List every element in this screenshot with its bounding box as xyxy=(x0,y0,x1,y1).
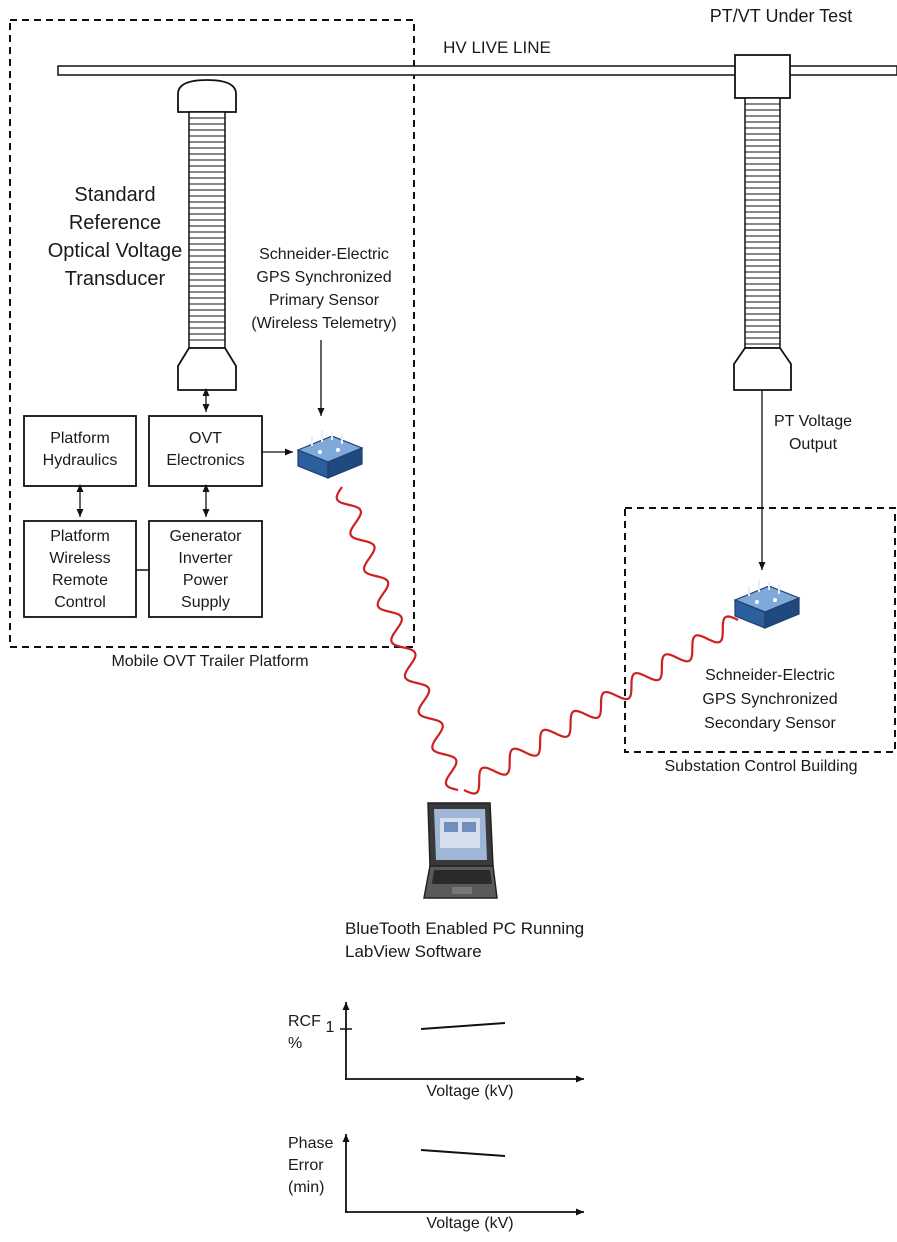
pt-under-test-label: PT/VT Under Test xyxy=(709,6,853,26)
primary-wireless-link xyxy=(335,486,459,792)
ovt-label: Standard Reference Optical Voltage Trans… xyxy=(47,184,183,290)
wireless-remote-label: Platform Wireless Remote Control xyxy=(49,528,111,611)
phase-xlabel: Voltage (kV) xyxy=(426,1215,514,1232)
primary-sensor-device xyxy=(296,430,364,479)
phase-ylabel: Phase Error (min) xyxy=(288,1135,334,1196)
secondary-wireless-link xyxy=(463,615,739,795)
chart-series-line-1 xyxy=(420,1022,506,1030)
platform-hydraulics-label: Platform Hydraulics xyxy=(42,430,118,469)
pt-output-label: PT Voltage Output xyxy=(774,413,852,453)
substation-boundary xyxy=(624,507,896,753)
rcf-ytick-label: 1 xyxy=(325,1019,335,1036)
rcf-xlabel: Voltage (kV) xyxy=(426,1083,514,1100)
rcf-ylabel: RCF % xyxy=(288,1013,321,1052)
primary-sensor-label: Schneider-Electric GPS Synchronized Prim… xyxy=(251,246,397,332)
generator-label: Generator Inverter Power Supply xyxy=(169,528,242,611)
rcf-chart xyxy=(340,1002,584,1083)
hv-line-label: HV LIVE LINE xyxy=(443,38,551,57)
secondary-sensor-device xyxy=(733,580,801,629)
secondary-sensor-label: Schneider-Electric GPS Synchronized Seco… xyxy=(702,667,838,732)
substation-label: Substation Control Building xyxy=(664,758,858,775)
wireless-remote-box xyxy=(23,520,137,618)
pt-insulator xyxy=(733,54,792,391)
chart-series-line-2 xyxy=(420,1149,506,1157)
hv-line xyxy=(57,65,897,76)
platform-hydraulics-box xyxy=(23,415,137,487)
laptop-icon xyxy=(423,802,498,899)
ovt-electronics-label: OVT Electronics xyxy=(166,430,245,469)
pc-label: BlueTooth Enabled PC Running LabView Sof… xyxy=(345,919,585,961)
generator-box xyxy=(148,520,263,618)
trailer-label: Mobile OVT Trailer Platform xyxy=(111,653,309,670)
phase-error-chart xyxy=(342,1134,584,1216)
ovt-insulator xyxy=(177,79,237,391)
